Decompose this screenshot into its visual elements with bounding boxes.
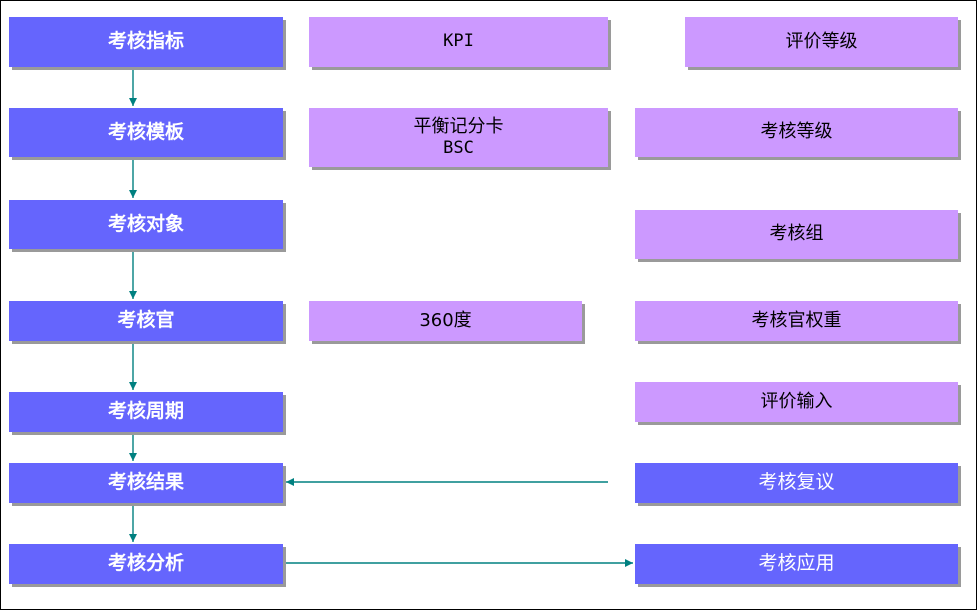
box-assessment-levels: 考核等级 xyxy=(635,108,958,157)
box-label: 考核官 xyxy=(117,309,175,332)
box-label: 考核指标 xyxy=(107,30,184,53)
box-label: 考核组 xyxy=(769,223,824,245)
box-label-line1: 平衡记分卡 xyxy=(413,115,504,137)
box-assessment-application: 考核应用 xyxy=(635,544,958,584)
box-label: 评价等级 xyxy=(785,30,858,52)
box-assessment-review: 考核复议 xyxy=(635,463,958,503)
box-assessment-group: 考核组 xyxy=(635,210,958,259)
box-assessor: 考核官 xyxy=(9,301,283,341)
box-label: 考核模板 xyxy=(107,120,184,143)
box-evaluation-input: 评价输入 xyxy=(635,382,958,422)
box-360-degree: 360度 xyxy=(309,301,582,341)
box-label: 考核官权重 xyxy=(751,309,842,331)
box-assessor-weight: 考核官权重 xyxy=(635,301,958,341)
box-assessment-analysis: 考核分析 xyxy=(9,544,283,584)
box-assessment-object: 考核对象 xyxy=(9,200,283,249)
box-balanced-scorecard: 平衡记分卡 BSC xyxy=(309,108,608,167)
box-assessment-result: 考核结果 xyxy=(9,463,283,503)
box-label: 考核应用 xyxy=(758,552,835,575)
box-assessment-indicator: 考核指标 xyxy=(9,17,283,67)
box-assessment-cycle: 考核周期 xyxy=(9,392,283,432)
box-label: 考核分析 xyxy=(107,552,184,575)
box-label: 考核结果 xyxy=(107,471,184,494)
box-label-line2: BSC xyxy=(443,138,474,159)
box-label: 360度 xyxy=(419,309,472,331)
box-rating-levels: 评价等级 xyxy=(685,17,958,67)
box-label: KPI xyxy=(443,31,474,52)
box-label: 评价输入 xyxy=(760,390,833,412)
box-label: 考核复议 xyxy=(758,471,835,494)
box-label: 考核对象 xyxy=(107,212,184,235)
box-kpi: KPI xyxy=(309,17,608,67)
box-assessment-template: 考核模板 xyxy=(9,108,283,157)
box-label: 考核等级 xyxy=(760,121,833,143)
box-label: 考核周期 xyxy=(107,400,184,423)
